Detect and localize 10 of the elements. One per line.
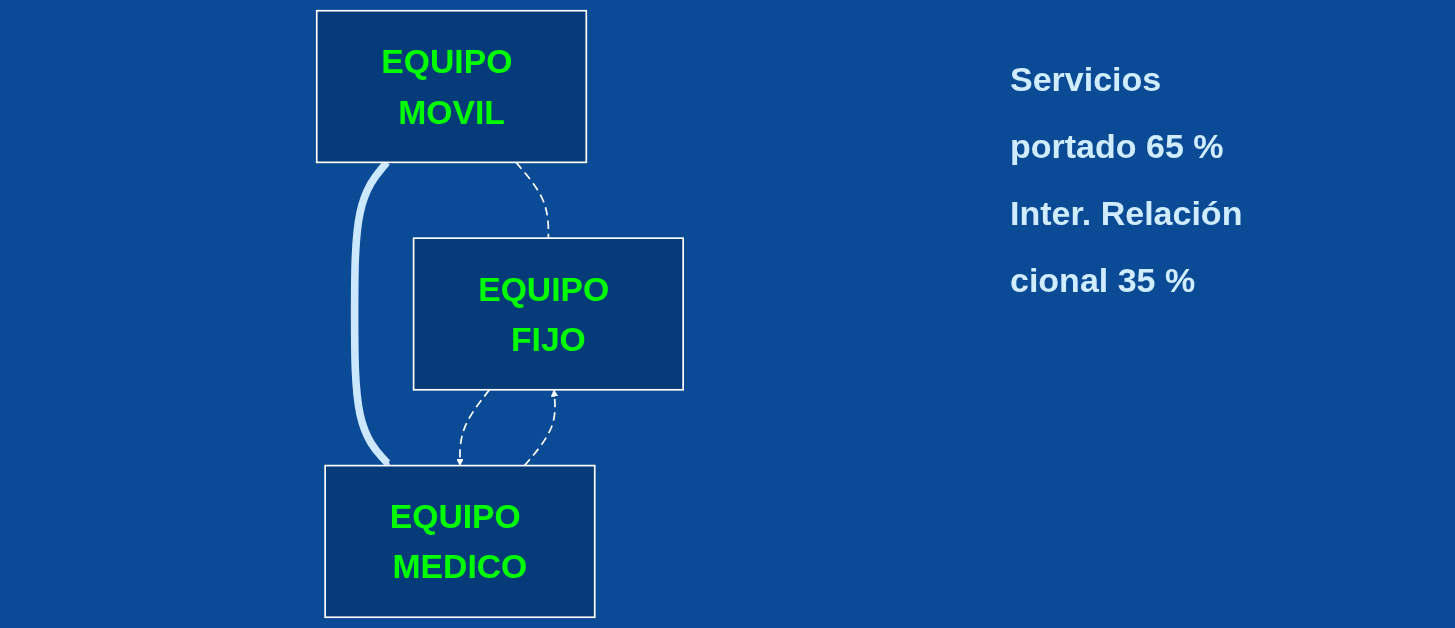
note-text: cional 35 % — [1010, 261, 1197, 300]
node-box: EQUIPO MEDICO — [324, 464, 596, 619]
note-text: Servicios — [1010, 60, 1163, 99]
note-text: portado 65 % — [1010, 127, 1225, 166]
arrow — [523, 389, 559, 467]
node-box: EQUIPO MOVIL — [315, 9, 588, 164]
connector — [515, 161, 550, 240]
node-box: EQUIPO FIJO — [412, 237, 685, 391]
note-text: Inter. Relación — [1010, 194, 1244, 233]
arrow — [456, 388, 491, 466]
